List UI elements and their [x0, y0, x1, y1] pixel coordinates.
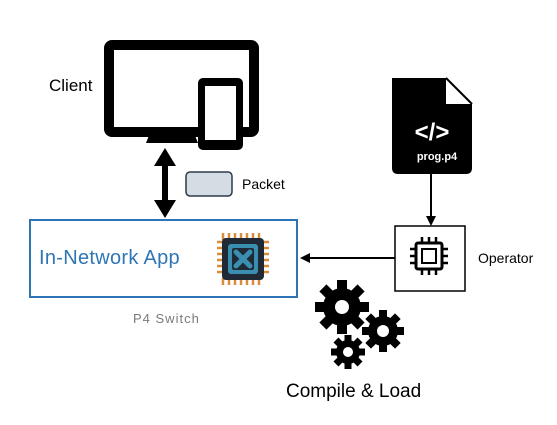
operator-label: Operator: [478, 250, 534, 266]
p4-switch-chip-icon: [217, 233, 269, 285]
code-glyph: </>: [415, 119, 450, 146]
p4-file-icon: [392, 77, 473, 174]
client-label: Client: [49, 76, 93, 95]
compile-load-label: Compile & Load: [286, 381, 422, 402]
file-to-operator-arrow: [426, 174, 436, 226]
file-name-label: prog.p4: [416, 151, 458, 163]
packet-label: Packet: [242, 176, 285, 192]
gears-icon: [315, 280, 404, 369]
monitor-icon: [104, 40, 259, 143]
p4-switch-label: P4 Switch: [133, 311, 200, 326]
tablet-icon: [198, 78, 243, 150]
operator-to-switch-arrow: [300, 253, 395, 263]
in-network-app-box: In-Network App: [29, 219, 298, 298]
in-network-app-label: In-Network App: [39, 247, 180, 269]
double-arrow-icon: [154, 148, 176, 218]
packet-icon: [185, 171, 233, 197]
operator-chip-icon: [394, 225, 466, 292]
